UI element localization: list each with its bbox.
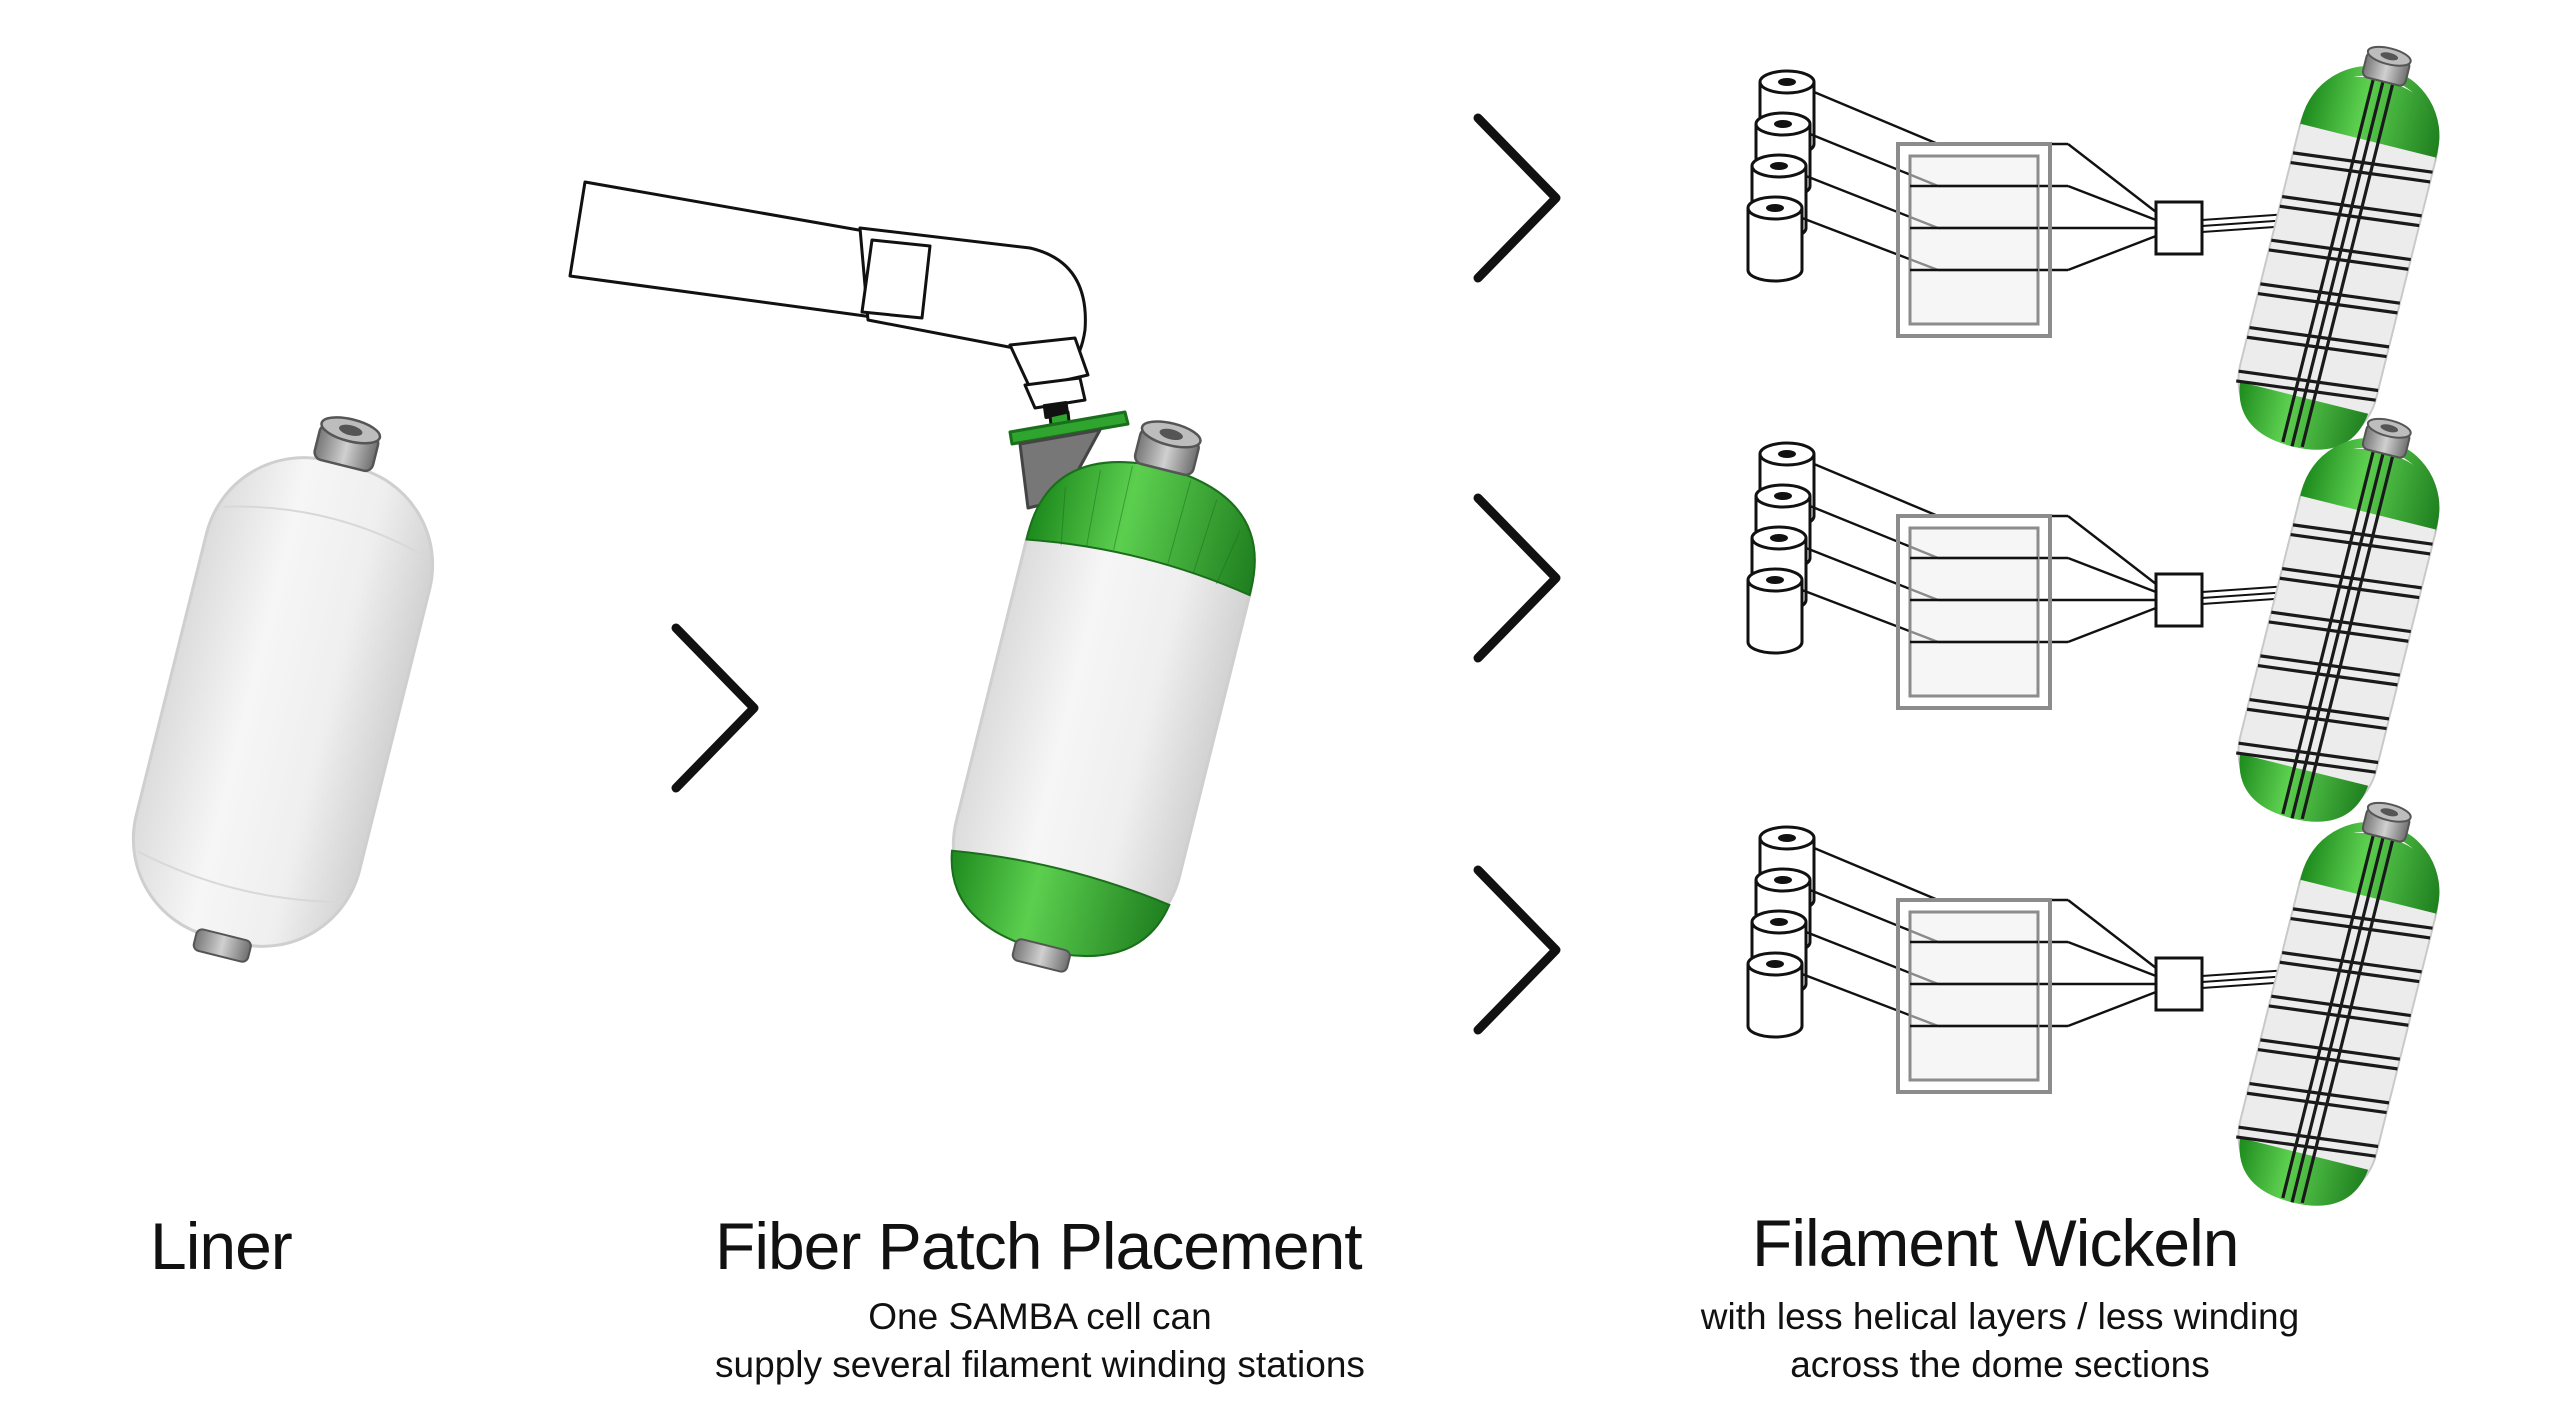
winding-station-2	[1748, 404, 2459, 836]
chevron-right-icon	[1478, 118, 1556, 278]
winding-station-1	[1748, 32, 2459, 464]
fpp-title: Fiber Patch Placement	[715, 1209, 1363, 1283]
chevron-right-icon	[1478, 498, 1556, 658]
chevron-right-icon	[1478, 870, 1556, 1030]
tank-icon	[950, 420, 1256, 973]
robot-arm-icon	[568, 180, 1130, 510]
fpp-subtitle-line-2: supply several filament winding stations	[715, 1344, 1365, 1385]
filament-winding-subtitle-line-1: with less helical layers / less winding	[1700, 1296, 2300, 1337]
liner-tank-icon	[131, 416, 435, 963]
filament-winding-subtitle-line-2: across the dome sections	[1790, 1344, 2210, 1385]
liner-label: Liner	[150, 1209, 293, 1283]
chevron-right-icon	[676, 628, 754, 788]
winding-station-3	[1748, 788, 2459, 1220]
filament-winding-title: Filament Wickeln	[1752, 1206, 2239, 1280]
fpp-subtitle-line-1: One SAMBA cell can	[868, 1296, 1212, 1337]
